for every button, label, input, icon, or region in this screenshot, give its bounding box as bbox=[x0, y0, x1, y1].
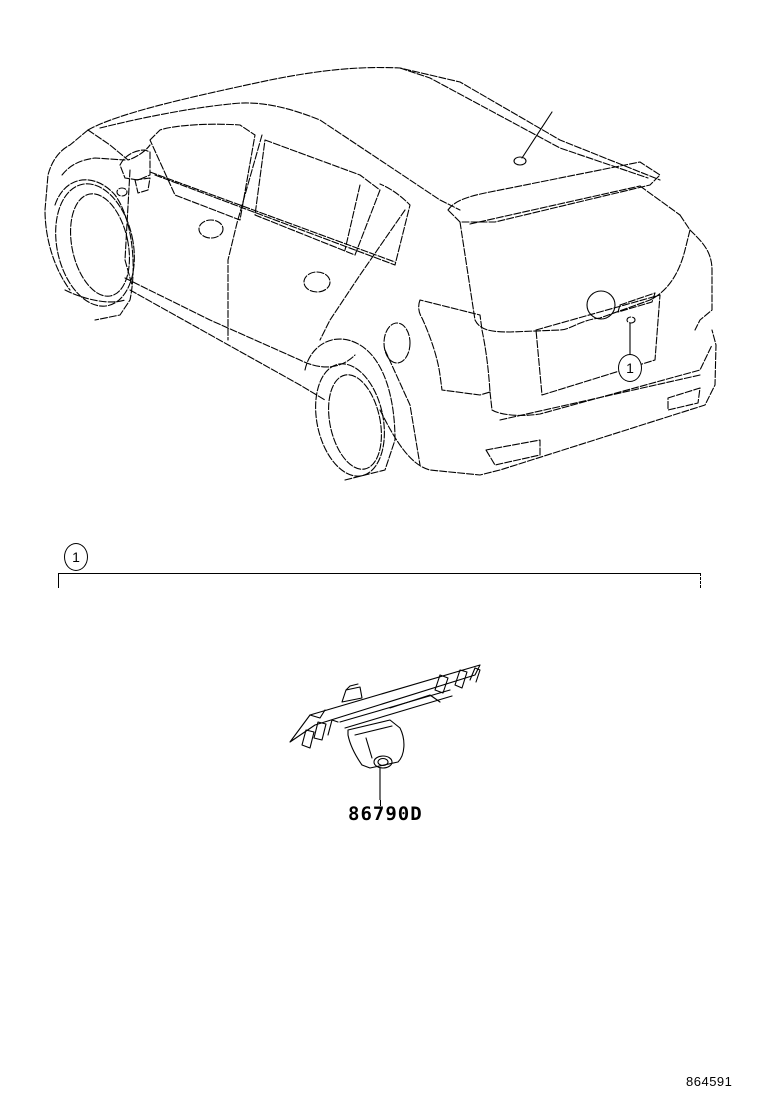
part-illustration bbox=[280, 650, 500, 800]
diagram-id: 864591 bbox=[686, 1074, 733, 1089]
vehicle-illustration: 1 bbox=[0, 0, 760, 520]
part-number-label[interactable]: 86790D bbox=[348, 803, 423, 825]
section-bracket bbox=[58, 573, 701, 588]
rear-camera-assembly-icon bbox=[289, 664, 481, 800]
part-leader-line bbox=[380, 800, 381, 806]
section-callout-1[interactable]: 1 bbox=[64, 543, 88, 571]
car-rear-three-quarter-icon bbox=[44, 66, 717, 481]
vehicle-callout-1[interactable]: 1 bbox=[618, 354, 642, 382]
